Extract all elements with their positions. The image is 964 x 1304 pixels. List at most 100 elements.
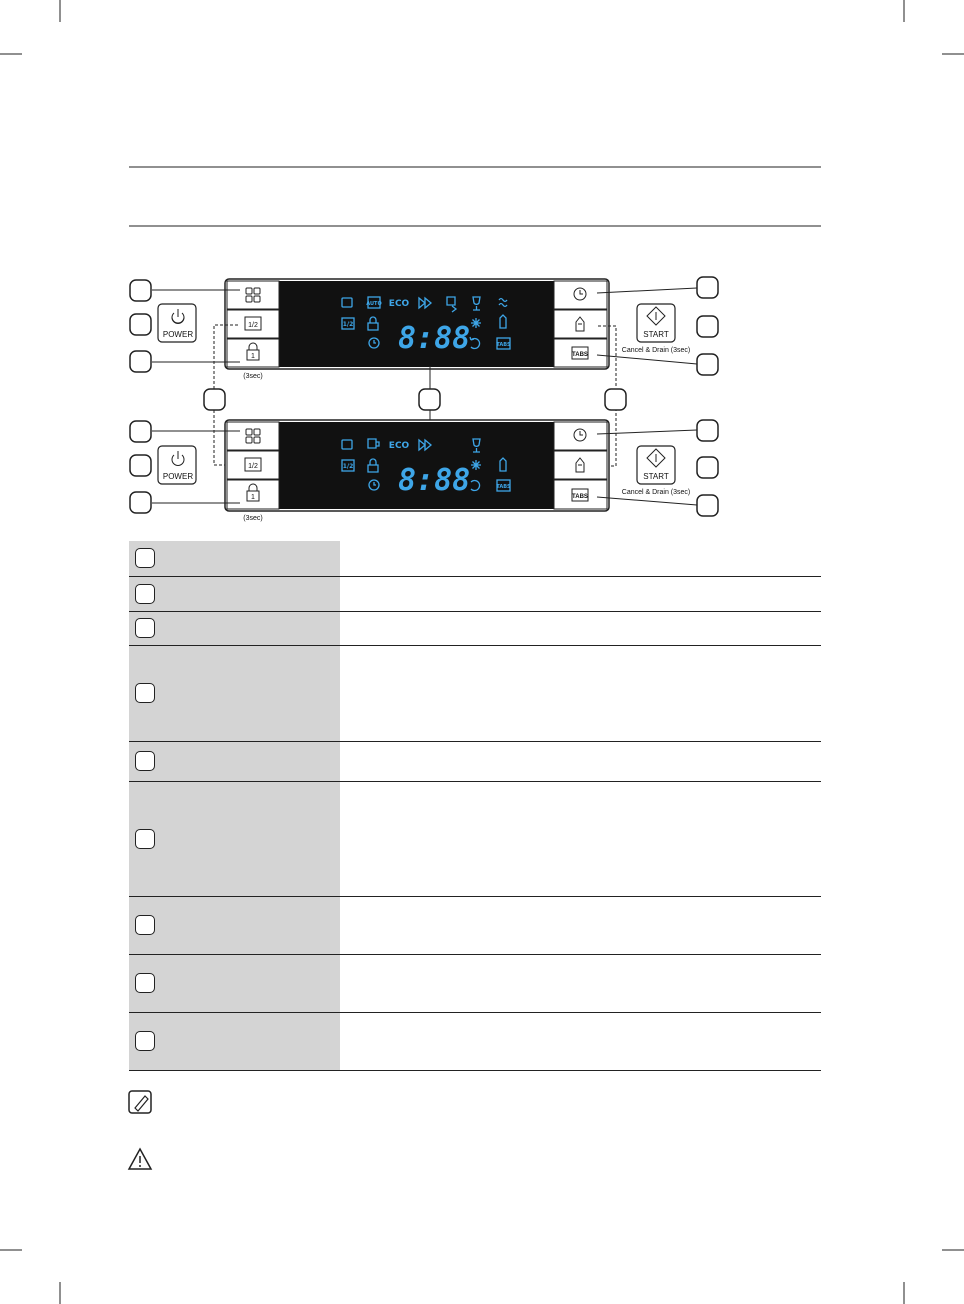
tabs-button[interactable] [553,338,608,368]
table-row [129,645,821,742]
child-lock-caption: (3sec) [243,373,262,380]
tabs-icon: TABS [571,346,589,360]
program-grid-icon [245,287,261,303]
start-diamond-icon [646,306,666,326]
wine-glass-icon [472,296,481,311]
start-button[interactable]: START [636,303,676,343]
svg-text:START: START [643,330,669,339]
lock-indicator-icon [367,316,379,331]
steam-icon [498,297,508,308]
auto-icon [367,296,381,309]
svg-text:POWER: POWER [163,472,193,481]
warning-triangle-icon [127,1147,153,1170]
child-lock-icon: 1 [246,342,260,361]
eco-indicator: ECO [389,299,410,309]
display-icons-top: AUTO ECO 1/2 8:88 TABS [341,296,511,356]
rinse-aid-icon [499,314,507,329]
cancel-drain-caption: Cancel & Drain (3sec) [622,489,690,496]
table-row [129,576,821,612]
clock-indicator-icon [368,479,380,491]
eco-indicator: ECO [389,441,410,451]
half-load-icon: 1/2 [244,316,262,331]
program-button[interactable] [226,280,280,310]
half-load-indicator [341,459,355,472]
display-digits: 8:88 [398,321,470,356]
table-row [129,611,821,646]
power-button[interactable]: POWER [157,445,197,485]
cancel-drain-caption: Cancel & Drain (3sec) [622,347,690,354]
wine-glass-icon [472,438,481,453]
table-row [129,954,821,1013]
tabs-indicator [496,479,511,492]
table-row [129,896,821,955]
callout-markers [129,276,719,517]
glass-cycle-icon [446,296,458,313]
svg-text:1: 1 [251,353,255,360]
program-grid-icon [245,428,261,444]
callout-marker [135,683,155,703]
cup-icon [367,438,380,449]
power-button[interactable]: POWER [157,303,197,343]
callout-marker [135,583,155,604]
svg-text:TABS: TABS [572,352,588,358]
start-diamond-icon [646,448,666,468]
rinse-bottle-icon [575,457,585,473]
callout-lines-bottom [152,429,698,506]
start-button[interactable]: START [636,445,676,485]
rinse-bottle-icon [575,316,585,332]
delay-start-button[interactable] [553,421,608,451]
child-lock-caption: (3sec) [243,515,262,522]
tabs-button[interactable] [553,479,608,510]
table-row [129,741,821,782]
display-digits: 8:88 [398,463,470,498]
callout-marker [135,618,155,638]
refresh-icon [470,479,481,492]
display-screen-bottom [279,422,554,509]
callout-lines-top [152,287,698,467]
display-icons-bottom: ECO 1/2 8:88 TABS [341,438,511,498]
half-load-indicator [341,317,355,330]
callout-marker [135,973,155,993]
table-row [129,781,821,897]
pot-icon [341,439,353,450]
note-pencil-icon [128,1090,152,1114]
half-load-icon: 1/2 [244,457,262,472]
fast-forward-icon [418,438,433,452]
delay-clock-icon [573,287,587,301]
tabs-icon: TABS [571,488,589,502]
callout-marker [135,1031,155,1051]
svg-text:START: START [643,472,669,481]
svg-text:AUTO: AUTO [366,301,381,307]
left-buttons-top [226,280,280,368]
display-screen-top [279,281,554,367]
child-lock-icon: 1 [246,483,260,502]
salt-sparkle-icon [471,318,481,328]
lock-indicator-icon [367,458,379,473]
svg-text:1/2: 1/2 [248,463,258,470]
refresh-icon [469,336,481,350]
legend-table [129,541,821,1071]
half-load-button[interactable] [226,309,280,339]
fast-forward-icon [418,296,433,310]
program-button[interactable] [226,421,280,451]
callout-marker [135,548,155,569]
power-icon [171,454,185,466]
control-panel-bottom: 1/2 1 (3sec) POWER ECO 1/2 8:88 [157,419,690,522]
clock-indicator-icon [368,337,380,349]
salt-sparkle-icon [471,460,481,470]
half-load-button[interactable] [226,450,280,480]
table-row [129,1012,821,1071]
delay-start-button[interactable] [553,280,608,310]
callout-marker [135,828,155,849]
callout-marker [135,751,155,771]
rinse-aid-icon [499,457,507,472]
callout-marker [135,915,155,935]
svg-text:TABS: TABS [572,494,588,500]
child-lock-button[interactable] [226,479,280,510]
control-panel-top: 1/2 1 (3sec) POWER AUTO ECO [157,278,690,380]
svg-text:1/2: 1/2 [248,322,258,329]
pot-icon [341,297,353,308]
svg-text:1/2: 1/2 [343,321,354,328]
